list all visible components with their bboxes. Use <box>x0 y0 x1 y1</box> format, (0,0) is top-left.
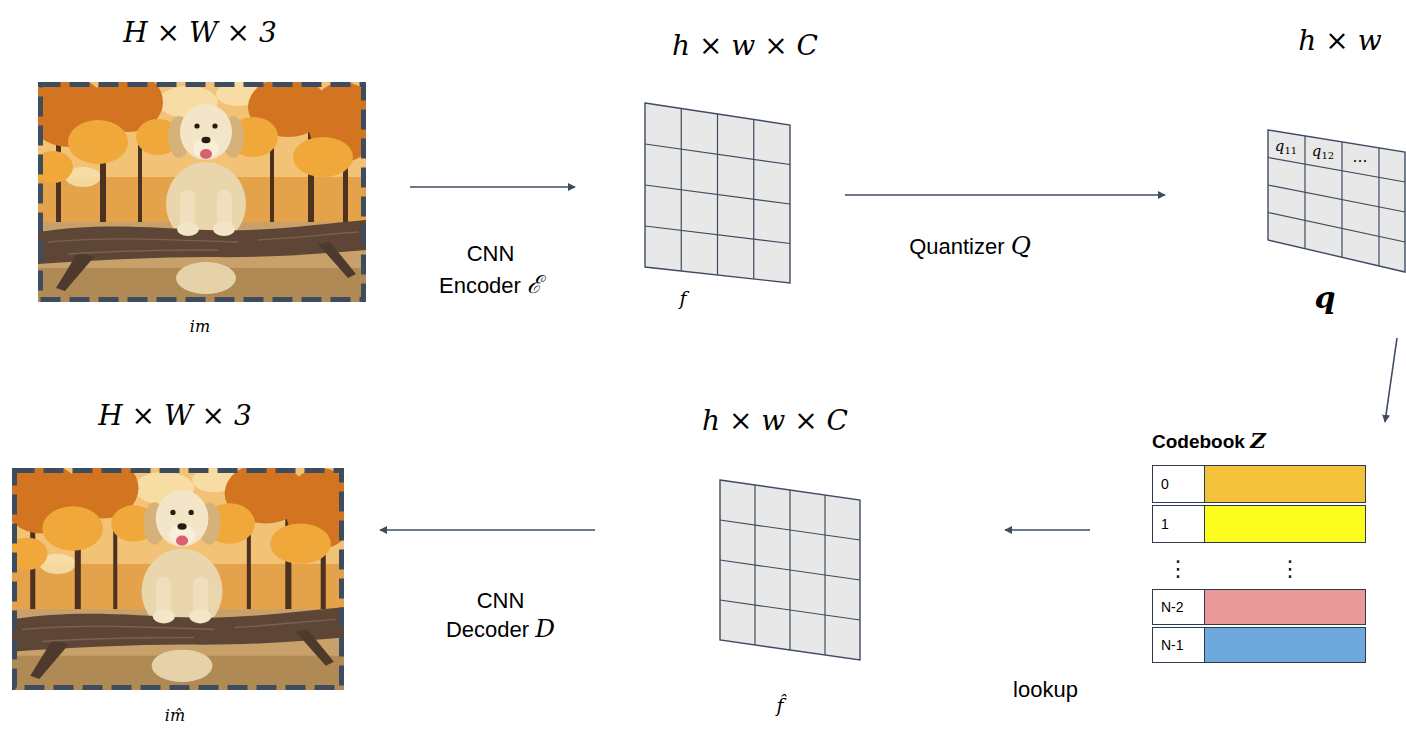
index-cell: q12 <box>1312 142 1334 161</box>
shape-label: H × W × 3 <box>123 16 277 49</box>
quantized-grid: h × w × C f̂ <box>700 398 880 720</box>
shape-label: H × W × 3 <box>98 399 252 432</box>
row-index: 1 <box>1161 516 1169 532</box>
frame-layer <box>4 395 352 729</box>
index-grid: h × w q11 q12 … q <box>1255 18 1406 318</box>
shape-label: h × w × C <box>702 404 848 437</box>
dog-photo-reconstructed <box>12 468 344 690</box>
index-cell <box>1152 505 1205 543</box>
index-cell: … <box>1353 148 1368 166</box>
feature-grid: h × w × C f <box>630 18 820 314</box>
grid-line <box>720 560 860 580</box>
index-cell <box>1152 465 1205 503</box>
row-index: 0 <box>1161 476 1169 492</box>
image-caption: im̂ <box>165 706 185 725</box>
edge-label: Quantizer Q <box>909 231 1031 260</box>
dashed-frame <box>15 471 342 688</box>
row-index: N-2 <box>1161 599 1184 615</box>
row-index: N-1 <box>1161 637 1184 653</box>
edge-label: CNN Decoder D <box>441 588 561 643</box>
image-caption: im <box>190 317 210 336</box>
shape-label: h × w × C <box>672 29 818 62</box>
codebook-table: Codebook Z 0 1N-2N-1 <box>1148 424 1390 668</box>
index-cell: q11 <box>1275 137 1297 156</box>
arrow <box>1385 338 1397 422</box>
code-vector <box>1204 589 1366 625</box>
grid-line <box>1268 213 1405 243</box>
code-vector <box>1204 627 1366 663</box>
ellipsis-mark: ⋮ <box>1279 556 1301 581</box>
edge-label: CNN Encoder ℰ <box>431 241 551 300</box>
output-image: H × W × 3 im̂ <box>4 395 352 729</box>
grid-layer <box>1255 18 1406 318</box>
arrow <box>845 194 1165 196</box>
grid-outline <box>1268 130 1405 272</box>
grid-line <box>645 226 790 244</box>
shape-label: h × w <box>1298 24 1381 57</box>
code-vector <box>1204 505 1366 543</box>
grid-outline <box>645 103 790 283</box>
codebook-row: 1 <box>1152 505 1366 543</box>
grid-outline <box>720 480 860 660</box>
dashed-frame <box>41 85 364 300</box>
grid-line <box>645 185 790 204</box>
grid-layer <box>630 18 820 314</box>
grid-line <box>720 520 860 540</box>
code-vector <box>1204 465 1366 503</box>
arrow <box>1005 529 1090 531</box>
dog-photo <box>38 82 366 302</box>
grid-caption: f <box>679 287 686 309</box>
table-title: Codebook Z <box>1152 428 1266 453</box>
grid-layer <box>700 398 880 720</box>
grid-caption: f̂ <box>776 694 783 716</box>
grid-caption: q <box>1315 280 1336 315</box>
codebook-row: N-1 <box>1152 627 1366 663</box>
grid-line <box>720 600 860 620</box>
input-image: H × W × 3 im <box>30 8 374 344</box>
ellipsis-mark: ⋮ <box>1167 556 1189 581</box>
edge-label: lookup <box>1013 677 1078 703</box>
grid-line <box>1268 185 1405 212</box>
grid-line <box>645 144 790 165</box>
codebook-row: 0 <box>1152 465 1366 503</box>
arrow <box>410 186 575 188</box>
frame-layer <box>30 8 374 344</box>
codebook-row: N-2 <box>1152 589 1366 625</box>
arrow <box>380 529 595 531</box>
grid-line <box>1268 158 1405 183</box>
